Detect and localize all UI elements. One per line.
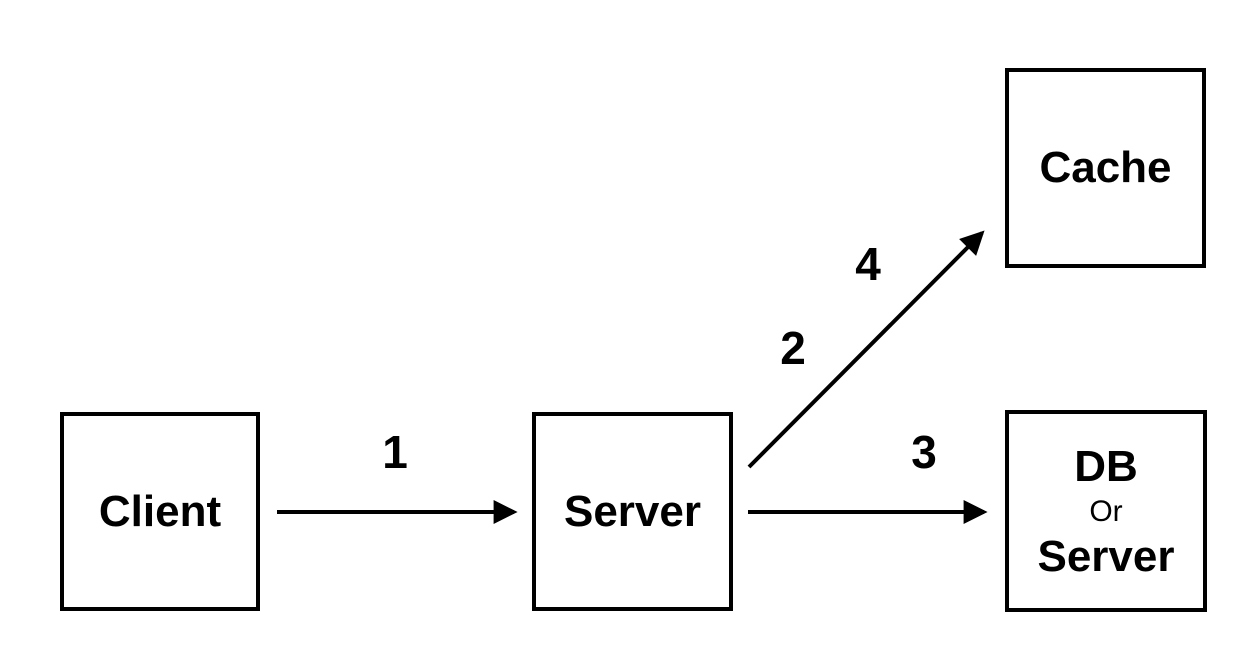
server-node-label: Server [563,486,701,536]
edge-label-4: 4 [855,238,881,290]
server-node: Server [532,412,733,611]
db-node-label-line3: Server [1037,531,1175,581]
client-node: Client [60,412,260,611]
db-node-label-line2: Or [1089,494,1123,528]
client-node-label: Client [98,486,222,536]
edge-label-3: 3 [911,426,937,478]
cache-node-label: Cache [1039,143,1172,192]
edge-label-1: 1 [382,426,408,478]
edge-label-2: 2 [780,322,806,374]
db-node: DB Or Server [1005,410,1207,612]
cache-node: Cache [1005,68,1206,268]
arrow-server-to-cache [747,230,985,469]
db-node-label-line1: DB [1074,441,1138,491]
